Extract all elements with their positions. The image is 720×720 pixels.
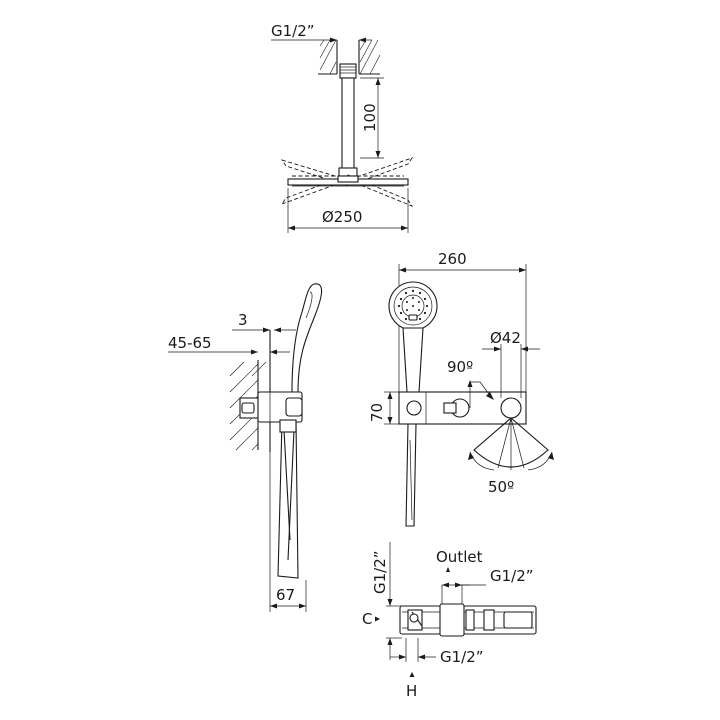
thermostat-knob <box>500 397 522 419</box>
shower-head <box>280 157 414 207</box>
side-view: 3 45-65 67 <box>168 283 323 612</box>
side-thread-label: G1/2” <box>371 550 389 594</box>
panel-width-label: 260 <box>438 250 467 268</box>
outlet-thread-label: G1/2” <box>490 567 534 585</box>
c-label: C <box>362 610 372 628</box>
front-view: 260 70 <box>368 250 554 527</box>
ceiling-hatch <box>318 39 381 75</box>
ceiling-fitting <box>339 63 357 79</box>
bottom-thread-label: G1/2” <box>440 648 484 666</box>
knob-angle-label: 90º <box>447 358 473 376</box>
ceiling-shower-view: G1/2” 100 Ø250 <box>271 22 414 233</box>
head-diameter-label: Ø250 <box>322 208 362 226</box>
holder-depth-label: 67 <box>276 586 295 604</box>
spout-angle-label: 50º <box>488 478 514 496</box>
h-label: H <box>406 682 417 700</box>
knob-diameter-label: Ø42 <box>490 329 521 347</box>
spout-swing <box>468 417 554 471</box>
connection-view: Outlet G1/2” G1/2” C <box>362 542 537 700</box>
panel-height-label: 70 <box>368 403 386 422</box>
depth-range-label: 45-65 <box>168 334 212 352</box>
outlet-label: Outlet <box>436 548 483 566</box>
wall-gap-label: 3 <box>238 311 248 329</box>
handshower-side <box>291 283 323 393</box>
inlet-thread-label: G1/2” <box>271 22 315 40</box>
diverter-knob <box>406 400 422 416</box>
handshower-front <box>388 281 438 393</box>
arm-length-label: 100 <box>361 103 379 132</box>
shower-arm <box>341 77 355 173</box>
